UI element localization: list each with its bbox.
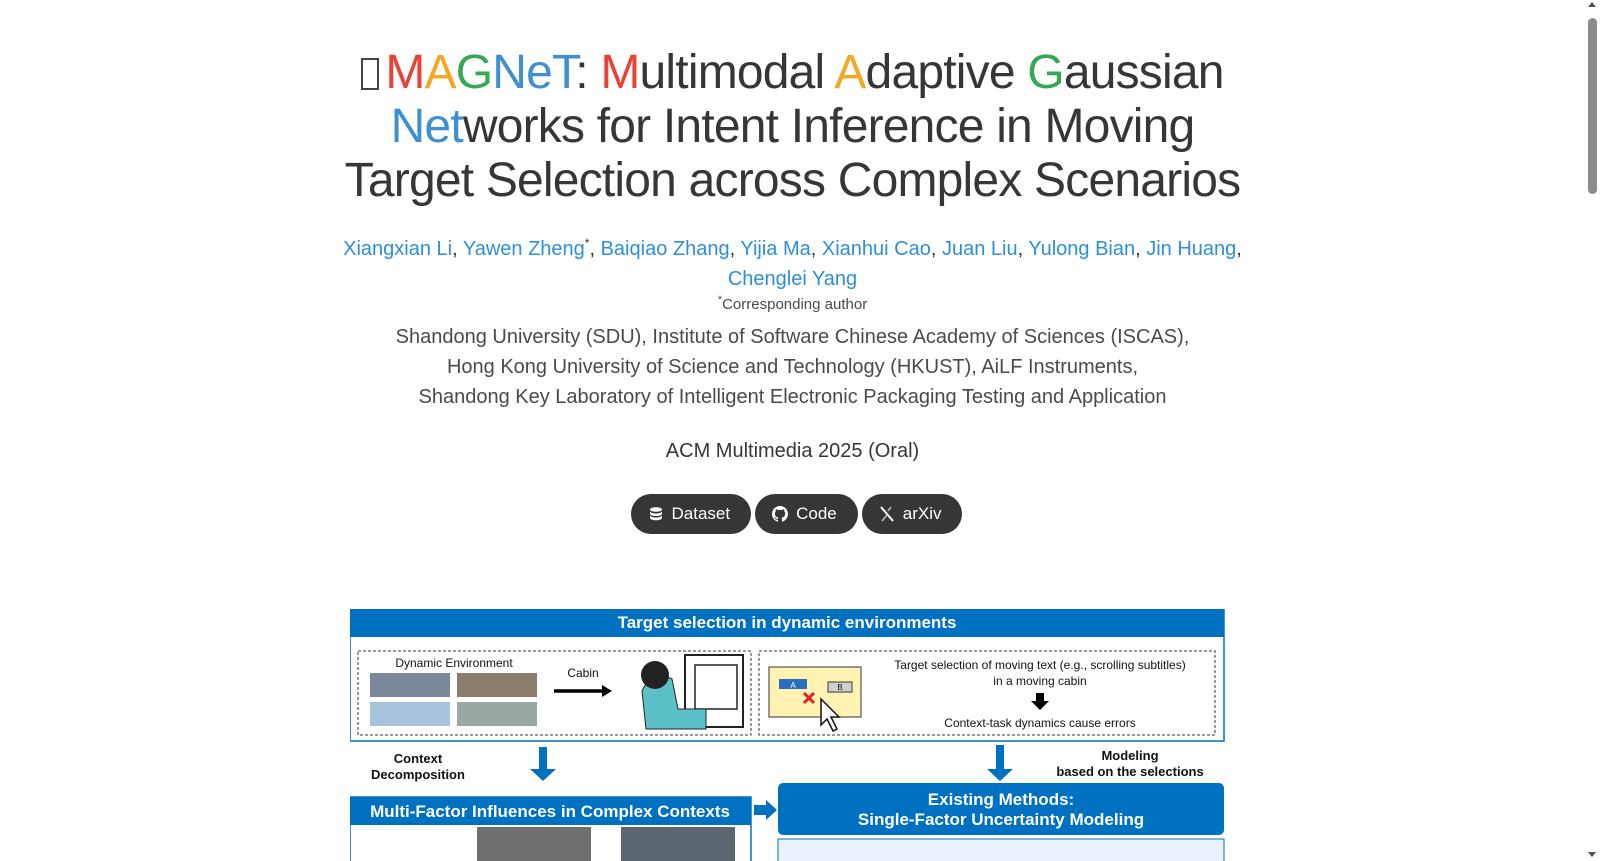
dynamic-environment-label: Dynamic Environment [395,656,513,670]
code-button-label: Code [796,504,837,523]
author-link[interactable]: Yulong Bian [1028,238,1136,260]
arxiv-button[interactable]: arXiv [861,494,963,534]
affiliation-line: Hong Kong University of Science and Tech… [446,356,1139,378]
author-link[interactable]: Xianhui Cao [821,238,931,260]
title-initial-net: Net [390,100,464,153]
target-box-a-label: A [790,681,796,690]
affiliation-line: Shandong Key Laboratory of Intelligent E… [418,386,1167,408]
context-label-1: Context [394,751,443,766]
link-arrow-shaft [754,805,768,815]
error-cross-icon [802,691,816,705]
title-line2-rest: works for Intent Inference in Moving [462,100,1195,153]
context-arrow-head [530,769,556,781]
top-panel-header [350,609,1224,637]
modeling-label-1: Modeling [1101,748,1158,763]
task-description-line2: in a moving cabin [993,674,1086,688]
boat-photo [457,702,537,726]
environment-box [357,650,752,736]
author-link[interactable]: Jin Huang [1146,238,1237,260]
jet-photo [370,673,450,697]
dataset-button-label: Dataset [671,504,731,523]
author-link[interactable]: Yawen Zheng [462,238,585,260]
title-letter-t: T [552,46,576,99]
context-label-2: Decomposition [371,767,465,782]
author-link[interactable]: Baiqiao Zhang [600,238,730,260]
multi-factor-header: Multi-Factor Influences in Complex Conte… [370,802,730,821]
scrollbar-thumb[interactable] [1588,18,1597,194]
target-box-b [827,681,853,693]
rocket-icon [361,58,380,90]
cabin-label: Cabin [567,666,598,680]
task-description-line1: Target selection of moving text (e.g., s… [894,658,1185,672]
scroll-up-arrow-icon[interactable] [1588,2,1596,7]
title-word-daptive: daptive [865,46,1028,99]
link-arrow-head [766,800,777,820]
affiliations: Shandong University (SDU), Institute of … [300,322,1285,412]
top-panel-title: Target selection in dynamic environments [618,613,957,632]
arxiv-button-label: arXiv [902,504,942,523]
modeling-arrow-shaft [996,745,1004,771]
corresponding-note-text: Corresponding author [722,296,868,313]
scroll-down-arrow-icon[interactable] [1588,852,1596,857]
context-photo-1 [477,827,591,861]
title-initial-g: G [1027,46,1064,99]
cabin-user-illustration [641,654,744,730]
context-arrow-shaft [539,747,547,771]
author-list: Xiangxian Li, Yawen Zheng*, Baiqiao Zhan… [343,236,1242,290]
title-letter-a: A [424,46,457,99]
title-letter-n: N [492,46,527,99]
cabin-arrow-head [602,685,612,697]
target-box-b-label: B [837,683,842,692]
author-link[interactable]: Chenglei Yang [727,268,858,290]
venue: ACM Multimedia 2025 (Oral) [665,440,920,462]
title-letter-g: G [455,46,493,99]
dataset-button[interactable]: Dataset [630,494,752,534]
teaser-figure: Target selection in dynamic environments… [350,609,1225,861]
error-arrow-shaft [1036,693,1044,701]
modeling-arrow-head [987,769,1013,781]
title-word-aussian: aussian [1063,46,1225,99]
vertical-scrollbar[interactable] [1585,0,1600,861]
title-colon: : [575,46,588,99]
hand-pointer-icon [820,697,841,733]
title-word-ultimodal: ultimodal [639,46,835,99]
existing-methods-header-bar [778,783,1224,835]
title-letter-e: e [526,46,553,99]
code-button[interactable]: Code [755,494,858,534]
existing-methods-panel [777,838,1225,861]
multi-factor-header-bar [350,797,751,825]
context-photo-2 [621,827,735,861]
database-icon [649,507,662,521]
page-title: MAGNeT: Multimodal Adaptive Gaussian Net… [300,46,1285,208]
corresponding-mark: * [584,236,590,250]
title-initial-m: M [600,46,640,99]
author-link[interactable]: Juan Liu [941,238,1018,260]
error-description: Context-task dynamics cause errors [944,716,1135,730]
affiliation-line: Shandong University (SDU), Institute of … [395,326,1190,348]
task-box [758,650,1216,736]
title-initial-a: A [834,46,866,99]
github-icon [772,506,789,522]
existing-methods-header-2: Single-Factor Uncertainty Modeling [858,810,1144,829]
existing-methods-header-1: Existing Methods: [928,790,1074,809]
modeling-label-2: based on the selections [1056,764,1203,779]
car-photo [457,673,537,697]
title-line3: Target Selection across Complex Scenario… [344,154,1241,207]
plane-photo [370,702,450,726]
arxiv-icon [879,506,894,522]
author-link[interactable]: Xiangxian Li [343,238,453,260]
corresponding-note-mark: * [717,294,723,306]
target-box-a [779,679,807,689]
error-arrow-head [1031,701,1049,710]
title-letter-m: M [385,46,425,99]
link-buttons: Dataset Code arXiv [0,494,1585,534]
corresponding-note: *Corresponding author [300,294,1285,314]
author-link[interactable]: Yijia Ma [740,238,811,260]
